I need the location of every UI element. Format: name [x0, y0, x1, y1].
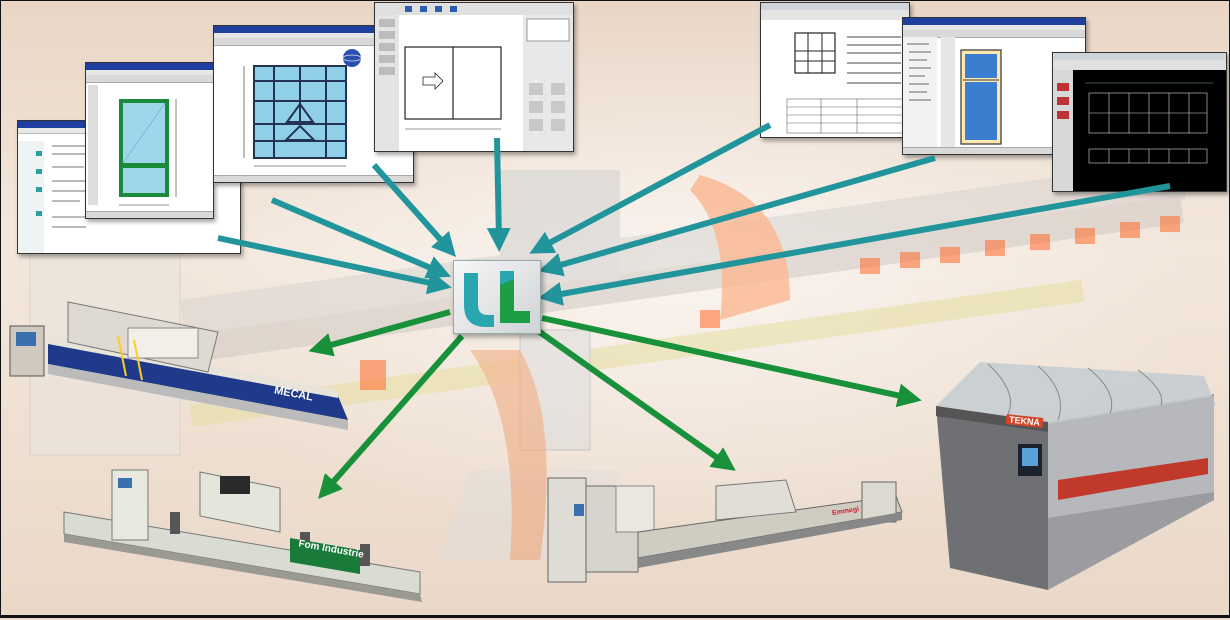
input-arrow-7	[538, 183, 1171, 306]
input-arrow-2	[270, 197, 452, 279]
central-software-logo	[453, 260, 541, 334]
input-arrow-6	[538, 155, 936, 277]
output-arrow-tekna	[541, 315, 922, 408]
window-drawing-icon	[375, 3, 573, 151]
machine-mecal: MECAL	[8, 292, 358, 432]
machine-fom-industrie: Fom Industrie	[60, 462, 430, 602]
arrow-icon	[422, 72, 444, 90]
input-arrow-3	[371, 163, 456, 257]
globe-icon	[342, 49, 362, 67]
software-screen-report	[760, 2, 910, 138]
software-screen-cad-facade	[1052, 52, 1227, 192]
output-arrow-fom	[318, 334, 465, 499]
software-screen-window-elevation	[374, 2, 574, 152]
machine-emmegi: Emmegi	[546, 472, 904, 590]
ul-logo-icon	[464, 271, 530, 327]
input-arrow-1	[217, 235, 452, 295]
output-arrow-mecal	[308, 309, 451, 357]
machine-tekna: TEKNA	[928, 362, 1220, 596]
input-arrow-4	[486, 137, 511, 252]
output-arrow-emmegi	[532, 325, 736, 471]
input-arrow-5	[529, 122, 772, 254]
software-screen-door-design	[85, 62, 214, 219]
